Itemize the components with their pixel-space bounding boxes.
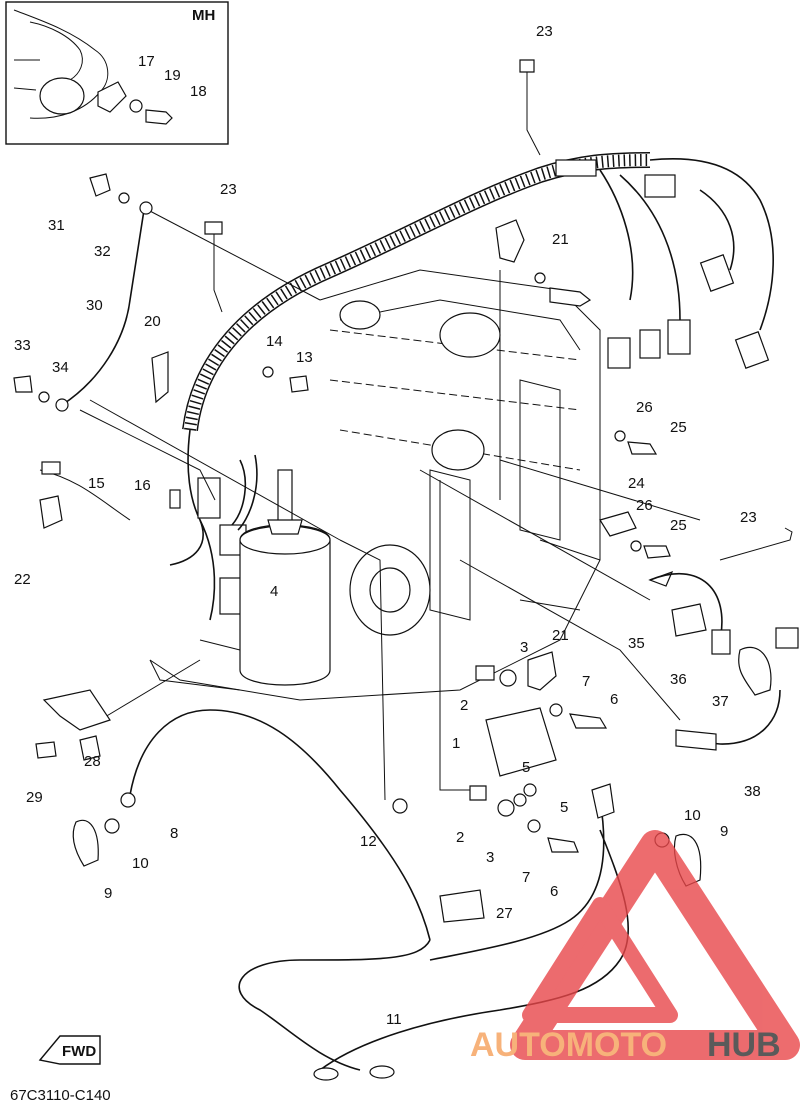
callout-label: 37 (712, 693, 729, 710)
callout-label: 38 (744, 783, 761, 800)
bolt-33-icon (13, 375, 33, 393)
mh-inset: MH (5, 1, 229, 145)
callout-label: 10 (684, 807, 701, 824)
fwd-arrow: FWD (38, 1035, 101, 1065)
connector-icon (197, 477, 221, 519)
wire-harness (169, 152, 774, 621)
callout-label: 13 (296, 349, 313, 366)
callout-label: 36 (670, 671, 687, 688)
callout-label: 2 (460, 697, 468, 714)
callout-label: 21 (552, 627, 569, 644)
small-parts (13, 59, 799, 1081)
callout-label: 28 (84, 753, 101, 770)
watermark-text-b: HUB (707, 1026, 781, 1064)
callout-label: 7 (582, 673, 590, 690)
callout-label: 26 (636, 497, 653, 514)
washer-34-icon (38, 391, 50, 403)
connector-icon (699, 254, 735, 292)
callout-label: 33 (14, 337, 31, 354)
sensor-35-icon (671, 603, 707, 637)
callout-label: 3 (520, 639, 528, 656)
callout-label: 19 (164, 67, 181, 84)
bolt-18-icon (145, 109, 173, 125)
connector-icon (644, 174, 676, 198)
callout-label: 17 (138, 53, 155, 70)
washer-32-icon (118, 192, 130, 204)
callout-label: 2 (456, 829, 464, 846)
callout-label: 11 (386, 1011, 402, 1028)
callout-label: 25 (670, 517, 687, 534)
callout-label: 10 (132, 855, 149, 872)
connector-icon (607, 337, 631, 369)
callout-label: 15 (88, 475, 105, 492)
bolt-31-icon (89, 173, 111, 197)
callout-label: 23 (536, 23, 553, 40)
callout-label: 1 (452, 735, 460, 752)
connector-icon (219, 577, 243, 615)
connector-icon (734, 331, 770, 369)
clamp-17-icon (97, 81, 127, 113)
callout-label: 16 (134, 477, 151, 494)
starter-relay-1-icon (485, 707, 557, 777)
callout-label: 23 (740, 509, 757, 526)
callout-label: 7 (522, 869, 530, 886)
callout-label: 30 (86, 297, 103, 314)
clamp-21-icon (527, 651, 557, 691)
callout-label: 6 (550, 883, 558, 900)
sensor-38-icon (675, 729, 717, 751)
callout-label: 4 (270, 583, 278, 600)
clamp-21-icon (495, 219, 525, 263)
callout-label: 27 (496, 905, 513, 922)
harness-sleeve-icon (555, 159, 597, 177)
callout-label: 9 (104, 885, 112, 902)
callout-label: 9 (720, 823, 728, 840)
callout-label: 32 (94, 243, 111, 260)
leader-lines (79, 209, 701, 801)
diagram-code: 67C3110-C140 (10, 1087, 111, 1104)
callout-label: 14 (266, 333, 283, 350)
callout-label: 29 (26, 789, 43, 806)
callout-label: 5 (560, 799, 568, 816)
callout-label: 26 (636, 399, 653, 416)
mh-inset-label: MH (192, 7, 215, 24)
callout-label: 12 (360, 833, 377, 850)
callout-label: 23 (220, 181, 237, 198)
callout-label: 31 (48, 217, 65, 234)
washer-19-icon (129, 99, 143, 113)
fwd-label: FWD (62, 1043, 96, 1060)
callout-label: 5 (522, 759, 530, 776)
watermark-logo (510, 830, 800, 1060)
callout-label: 18 (190, 83, 207, 100)
callout-label: 21 (552, 231, 569, 248)
callout-label: 6 (610, 691, 618, 708)
callout-label: 35 (628, 635, 645, 652)
callout-label: 22 (14, 571, 31, 588)
connector-icon (639, 329, 661, 359)
callout-label: 3 (486, 849, 494, 866)
callout-label: 34 (52, 359, 69, 376)
watermark-text-a: AUTOMOTO (470, 1026, 667, 1064)
callout-labels: 1 2 2 3 3 4 5 5 6 6 7 7 8 9 9 10 10 11 1… (14, 23, 761, 1028)
callout-label: 24 (628, 475, 645, 492)
ground-wire-30 (61, 209, 145, 406)
callout-label: 25 (670, 419, 687, 436)
connector-icon (667, 319, 691, 355)
callout-label: 20 (144, 313, 161, 330)
callout-label: 8 (170, 825, 178, 842)
